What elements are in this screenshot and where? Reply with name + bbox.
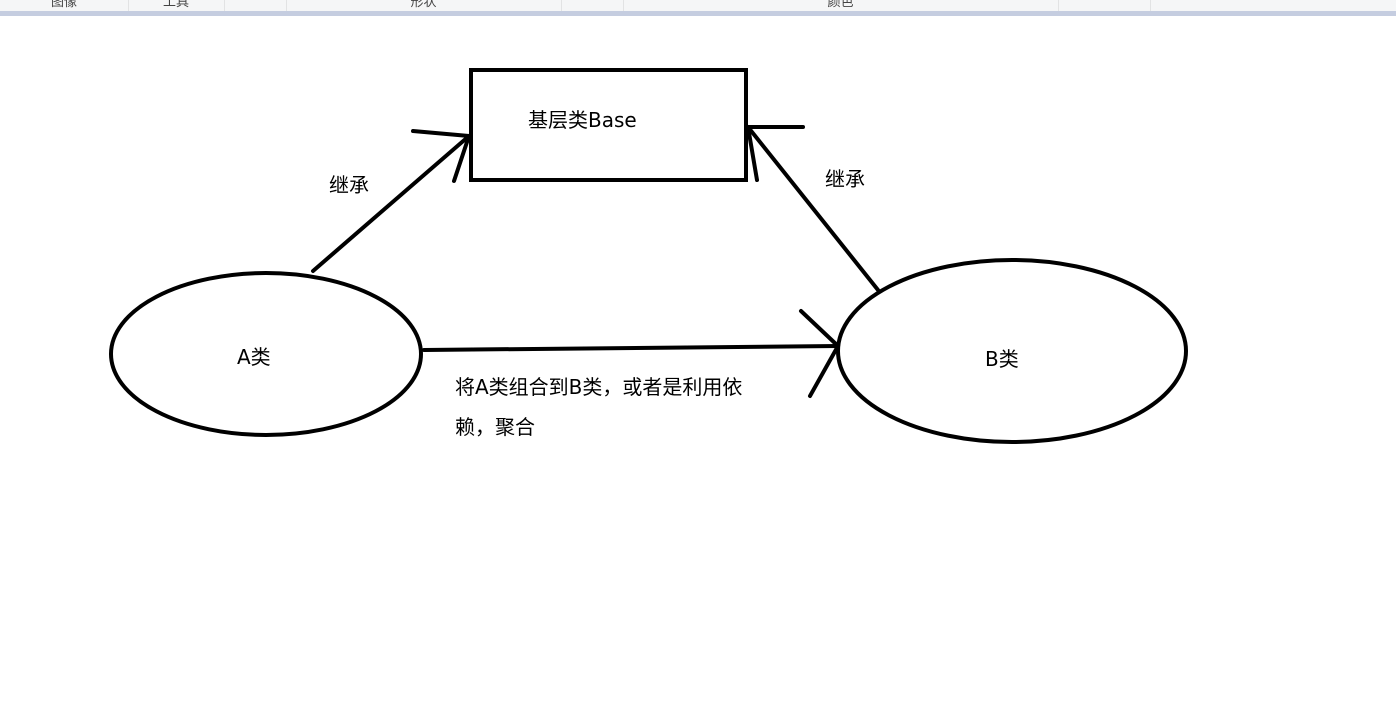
base-class-label: 基层类Base <box>528 108 637 132</box>
ribbon-group-shapes[interactable]: 形状 <box>286 0 562 11</box>
canvas-border <box>0 11 1396 16</box>
ribbon: 图像 工具 形状 颜色 <box>0 0 1396 11</box>
class-b-label: B类 <box>985 347 1019 371</box>
inherit-right-label: 继承 <box>825 167 865 191</box>
base-class-box <box>469 68 748 182</box>
ribbon-group-spacer3 <box>1058 0 1151 11</box>
class-a-ellipse <box>109 271 423 437</box>
inherit-left-label: 继承 <box>329 173 369 197</box>
ribbon-group-spacer2 <box>561 0 624 11</box>
relation-label-line1: 将A类组合到B类，或者是利用依 <box>455 375 742 399</box>
class-b-ellipse <box>836 258 1188 444</box>
relation-label-line2: 赖，聚合 <box>455 415 535 439</box>
class-a-label: A类 <box>237 345 271 369</box>
composition-arrow <box>422 309 840 398</box>
ribbon-group-colors[interactable]: 颜色 <box>623 0 1059 11</box>
ribbon-group-spacer <box>224 0 287 11</box>
ribbon-group-image[interactable]: 图像 <box>0 0 129 11</box>
ribbon-group-tools[interactable]: 工具 <box>128 0 225 11</box>
inherit-arrow-right <box>746 125 880 292</box>
inherit-arrow-left <box>311 129 471 273</box>
